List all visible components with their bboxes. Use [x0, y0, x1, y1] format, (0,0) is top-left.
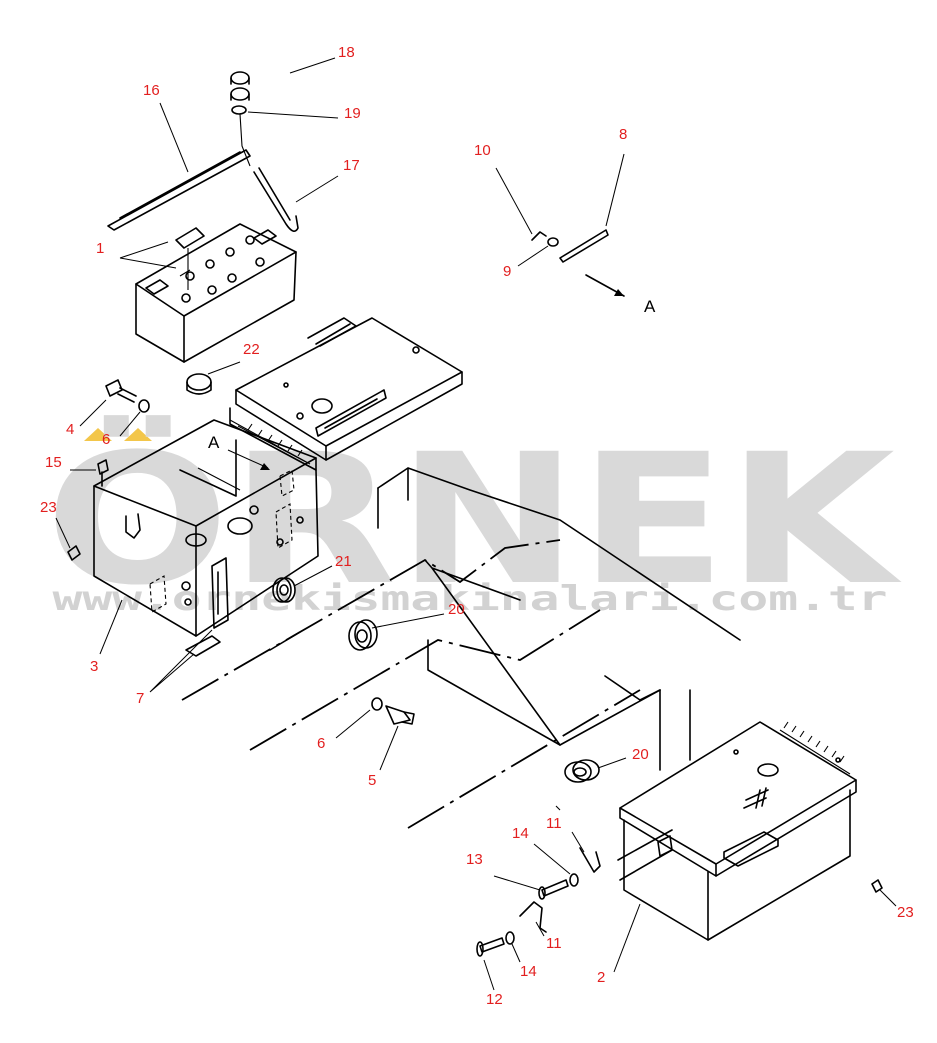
callout-1: 1 — [96, 240, 104, 257]
callout-5: 5 — [368, 772, 376, 789]
callout-23: 23 — [40, 499, 57, 516]
callout-9: 9 — [503, 263, 511, 280]
part-19-washer — [231, 105, 247, 115]
callout-15: 15 — [45, 454, 62, 471]
part-20-grommet — [348, 619, 378, 651]
callout-20: 20 — [632, 746, 649, 763]
callout-8: 8 — [619, 126, 627, 143]
callout-2: 2 — [597, 969, 605, 986]
callout-20: 20 — [448, 601, 465, 618]
part-5-bolt — [385, 705, 415, 725]
callout-10: 10 — [474, 142, 491, 159]
part-13-bolt — [538, 879, 569, 900]
callout-7: 7 — [136, 690, 144, 707]
callout-13: 13 — [466, 851, 483, 868]
leader-lines — [55, 57, 897, 991]
callout-11: 11 — [546, 935, 562, 952]
part-17-j-bolt — [239, 113, 299, 232]
part-10-pin — [531, 231, 547, 241]
part-1-battery — [135, 223, 297, 363]
callout-numbers: 18 16 19 17 10 8 1 9 22 4 6 15 23 21 20 … — [40, 44, 914, 1008]
callout-21: 21 — [335, 553, 352, 570]
part-15-cap-screw — [97, 459, 109, 487]
part-22-cap — [186, 373, 212, 395]
view-a-label: A — [644, 297, 656, 316]
callout-6: 6 — [102, 431, 110, 448]
part-4-bolt — [105, 379, 137, 403]
part-7-latch — [185, 557, 229, 657]
part-8-rod — [559, 229, 609, 263]
callout-19: 19 — [344, 105, 361, 122]
part-14-washer — [569, 873, 579, 887]
part-3-battery-box — [93, 407, 319, 637]
part-2-battery-box — [617, 721, 857, 941]
callout-23: 23 — [897, 904, 914, 921]
part-16-hold-down-bar — [107, 149, 251, 231]
watermark-accent — [124, 428, 152, 441]
callout-4: 4 — [66, 421, 74, 438]
battery-tray — [235, 317, 463, 461]
callout-12: 12 — [486, 991, 503, 1008]
callout-22: 22 — [243, 341, 260, 358]
view-a-label: A — [208, 433, 220, 452]
view-a-arrow — [585, 274, 625, 297]
part-18-nut — [230, 71, 250, 101]
part-23-clip — [67, 545, 81, 561]
callout-18: 18 — [338, 44, 355, 61]
callout-16: 16 — [143, 82, 160, 99]
callout-17: 17 — [343, 157, 360, 174]
watermark-accent — [84, 428, 112, 441]
part-12-bolt — [476, 937, 505, 957]
watermark: ÖRNEK www.ornekismakinalari.com.tr — [45, 415, 902, 625]
part-9-washer — [547, 237, 559, 247]
part-23-clip — [871, 879, 883, 893]
callout-14: 14 — [520, 963, 537, 980]
part-11-bracket — [519, 901, 547, 933]
callout-3: 3 — [90, 658, 98, 675]
watermark-url: www.ornekismakinalari.com.tr — [53, 579, 888, 619]
part-6-washer — [138, 399, 150, 413]
callout-6: 6 — [317, 735, 325, 752]
callout-11: 11 — [546, 815, 562, 832]
part-21-grommet — [272, 577, 296, 603]
part-14-washer — [505, 931, 515, 945]
callout-14: 14 — [512, 825, 529, 842]
part-11-bracket — [555, 805, 601, 873]
part-6-washer — [371, 697, 383, 711]
part-20-grommet — [564, 759, 600, 783]
frame-brackets — [181, 467, 741, 829]
